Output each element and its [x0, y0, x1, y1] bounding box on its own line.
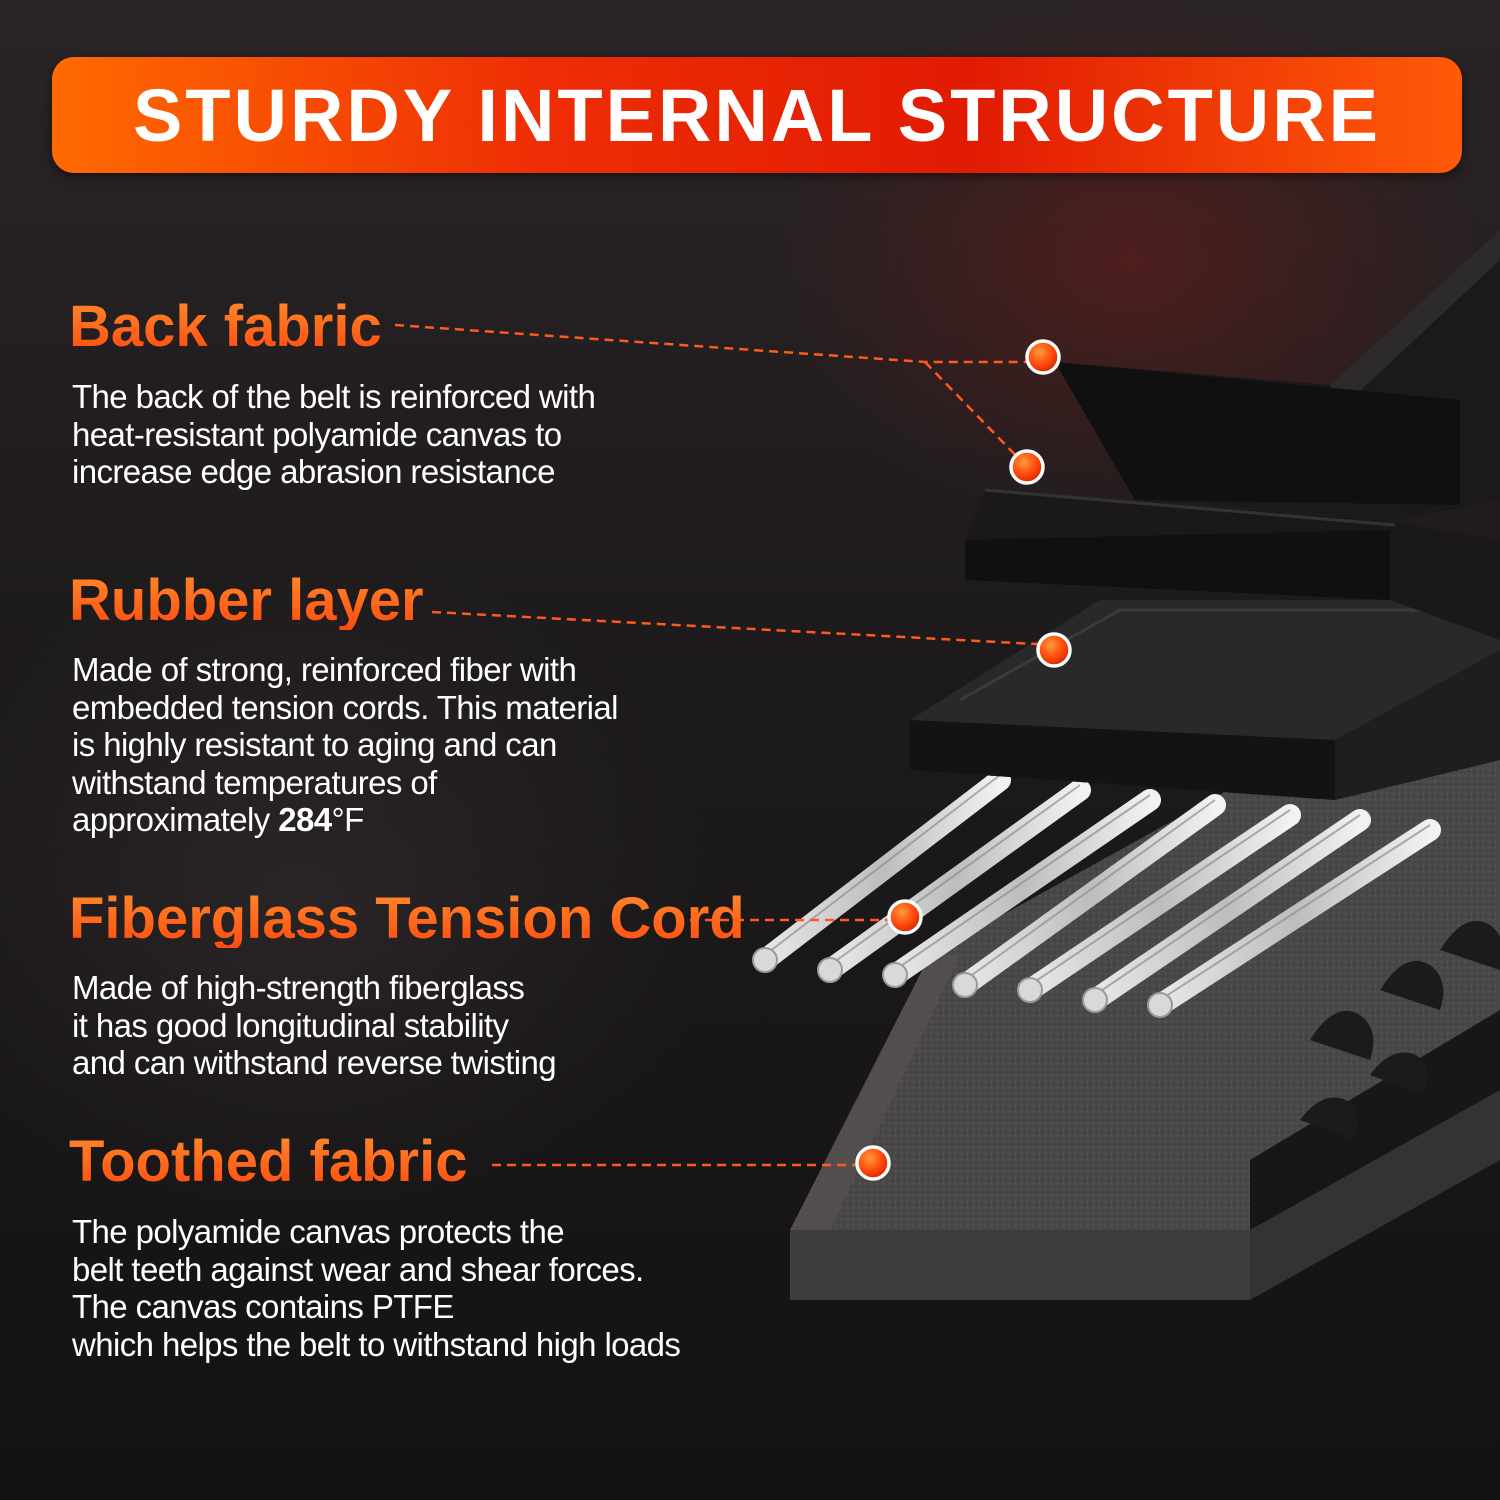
back-fabric-marker: [1025, 339, 1061, 375]
back-fabric-leader-branch: [924, 361, 1028, 468]
back-fabric-leader: [394, 323, 1043, 364]
toothed-fabric-marker: [855, 1145, 891, 1181]
description-line: withstand temperatures of: [72, 763, 437, 801]
description-line: heat-resistant polyamide canvas to: [72, 415, 562, 453]
rubber-layer: [910, 600, 1500, 800]
description-line: The back of the belt is reinforced with: [72, 378, 596, 415]
rubber-layer-marker: [1036, 632, 1072, 668]
description-line: Made of strong, reinforced fiber with: [72, 651, 577, 688]
back-fabric-marker-2: [1009, 449, 1045, 485]
description-line: belt teeth against wear and shear forces…: [72, 1250, 644, 1288]
title-banner: STURDY INTERNAL STRUCTURE: [52, 57, 1462, 173]
toothed-fabric-description: The polyamide canvas protects the belt t…: [72, 1213, 681, 1363]
rubber-layer-description: Made of strong, reinforced fiber with em…: [72, 651, 618, 839]
description-line: which helps the belt to withstand high l…: [72, 1325, 681, 1363]
description-line: increase edge abrasion resistance: [72, 453, 555, 490]
fiberglass-cord-marker: [887, 899, 923, 935]
toothed-fabric-heading: Toothed fabric: [69, 1129, 468, 1194]
description-line: The polyamide canvas protects the: [72, 1213, 565, 1250]
description-line: and can withstand reverse twisting: [72, 1044, 557, 1081]
fiberglass-cord-heading: Fiberglass Tension Cord: [69, 886, 745, 951]
description-line: Made of high-strength fiberglass: [72, 969, 525, 1006]
temperature-value: 284: [278, 801, 332, 838]
temperature-prefix: approximately: [72, 801, 279, 838]
leader-lines: [394, 323, 1055, 1167]
back-fabric-layer: [1055, 230, 1500, 520]
description-line: embedded tension cords. This material: [72, 688, 618, 726]
description-line: is highly resistant to aging and can: [72, 726, 557, 763]
description-line: The canvas contains PTFE: [72, 1288, 454, 1325]
back-fabric-heading: Back fabric: [69, 294, 382, 359]
fiberglass-cords: [752, 769, 1441, 1018]
middle-belt-layer: [965, 488, 1500, 640]
back-fabric-description: The back of the belt is reinforced with …: [72, 378, 596, 491]
temperature-unit: °F: [331, 801, 364, 838]
page-title: STURDY INTERNAL STRUCTURE: [132, 73, 1382, 157]
description-line-temperature: approximately 284°F: [72, 801, 618, 839]
rubber-layer-leader: [431, 610, 1055, 647]
description-line: it has good longitudinal stability: [72, 1006, 509, 1044]
fiberglass-cord-description: Made of high-strength fiberglass it has …: [72, 969, 557, 1082]
rubber-layer-heading: Rubber layer: [69, 568, 424, 633]
